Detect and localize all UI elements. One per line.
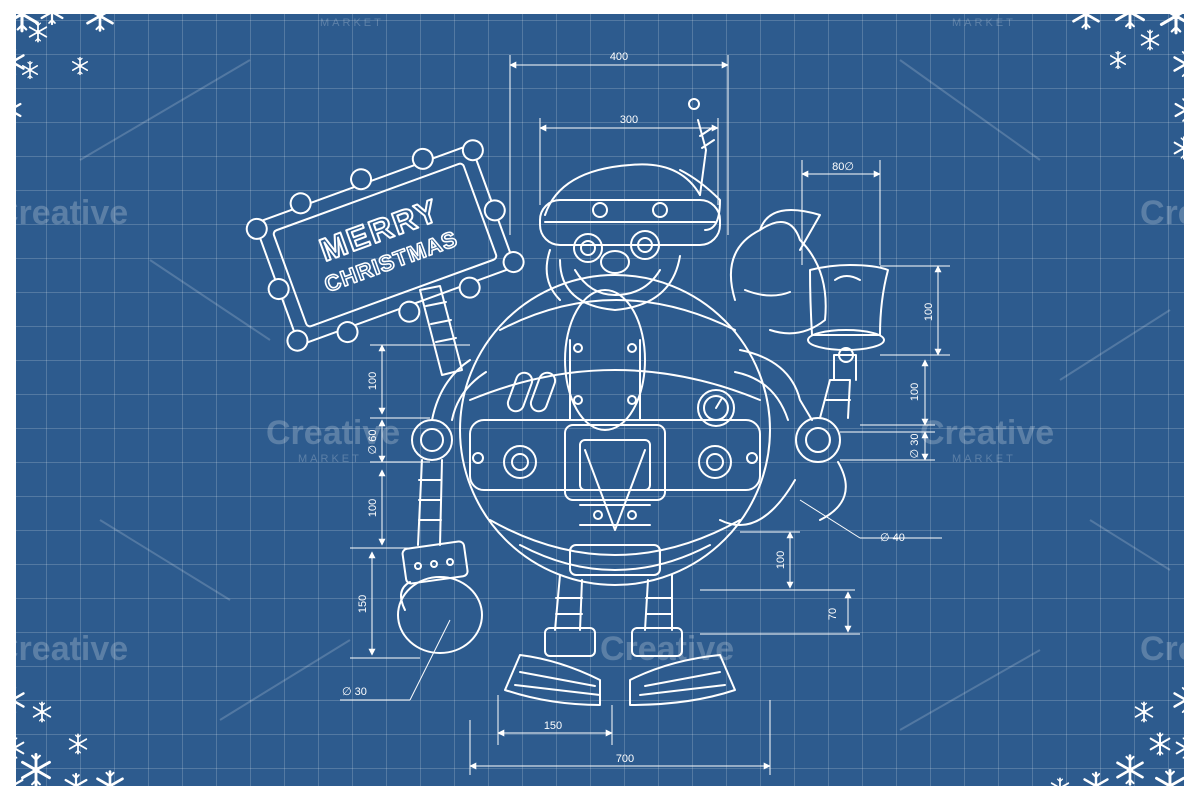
blueprint-grid-background [16,14,1184,786]
dim-left-top: 100 [367,372,379,390]
dim-bell-height: 100 [923,303,935,321]
dim-left-diameter: ∅ 60 [367,430,379,455]
dim-small-diameter: ∅ 30 [909,434,921,459]
watermark-left: Creative [266,414,400,452]
dimension-labels: 400 300 80∅ 100 100 ∅ 30 ∅ 40 100 ∅ 60 1… [342,51,935,765]
snowflake-corner-bottom-left [0,685,124,800]
dim-leg-height: 70 [827,608,839,620]
watermark-diagonal-lines [79,59,1171,731]
legs [504,574,736,706]
dim-head-width: 300 [620,114,638,126]
watermark-edge-right: Creative [1140,194,1200,232]
dim-top-width: 400 [610,51,628,63]
head [539,98,721,311]
dim-left-lower: 150 [357,595,369,613]
watermark-top: Creative [286,0,420,16]
dimension-lines [340,55,950,775]
snowflake-corner-bottom-right [1050,685,1199,800]
snowflake-corner-top-left [0,0,114,124]
sign-board: MERRY CHRISTMAS [245,139,525,376]
body [459,274,771,586]
dim-right-diameter: ∅ 40 [880,532,905,544]
dim-arm-height: 100 [909,383,921,401]
sack [719,209,847,526]
watermark-edge-left: Creative [0,194,128,232]
watermark-edge-left-lower: Creative [0,630,128,668]
watermark-top-right: Creative [920,0,1054,16]
watermark-top-sub: MARKET [320,17,384,29]
watermark-right-sub: MARKET [952,453,1016,465]
bell [807,264,889,363]
dim-glove-diameter: ∅ 30 [342,686,367,698]
dim-foot-width: 150 [544,720,562,732]
left-arm [397,359,487,654]
watermark-right: Creative [920,414,1054,452]
watermark-left-sub: MARKET [298,453,362,465]
watermarks: Creative MARKET Creative MARKET Creative… [0,0,1200,731]
watermark-edge-right-lower: Creative [1140,630,1200,668]
watermark-top-right-sub: MARKET [952,17,1016,29]
santa-robot-drawing: MERRY CHRISTMAS [245,98,889,706]
dim-bell-diameter: 80∅ [832,161,854,173]
right-arm [734,349,857,463]
dim-left-mid: 100 [367,499,379,517]
watermark-center: Creative [600,630,734,668]
dim-belly-height: 100 [775,551,787,569]
snowflake-corner-top-right [1072,0,1199,160]
dim-total-width: 700 [616,753,634,765]
